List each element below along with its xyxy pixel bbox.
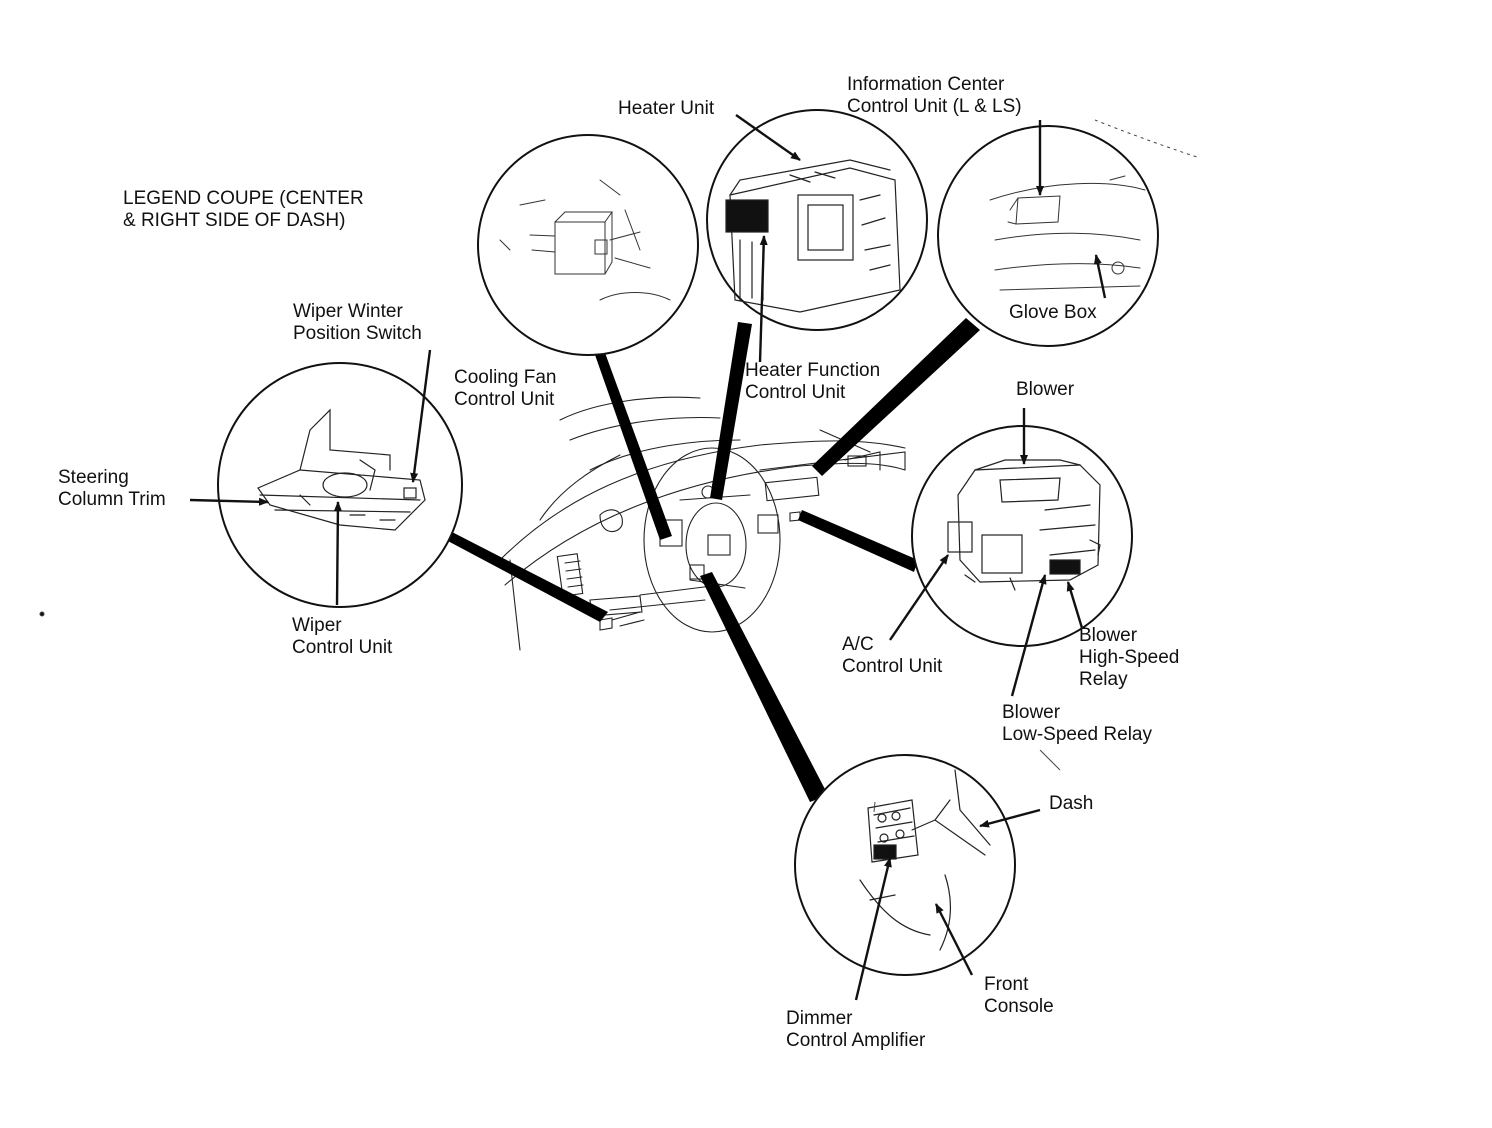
label-information-center-line2: Control Unit (L & LS) bbox=[847, 96, 1022, 117]
label-front-console-line2: Console bbox=[984, 996, 1054, 1017]
label-blower-high-line2: High-Speed bbox=[1079, 647, 1180, 668]
label-front-console-line1: Front bbox=[984, 974, 1029, 995]
label-ac-control-line1: A/C bbox=[842, 634, 874, 655]
information-center-sketch bbox=[989, 175, 1146, 291]
heater-unit-sketch bbox=[725, 159, 901, 313]
label-wiper-winter-line2: Position Switch bbox=[293, 323, 422, 344]
label-cooling-fan-line2: Control Unit bbox=[454, 389, 555, 410]
cooling-fan-unit-sketch bbox=[499, 179, 671, 301]
diagram-title-line2: & RIGHT SIDE OF DASH) bbox=[123, 210, 346, 231]
dashboard-illustration bbox=[499, 396, 906, 651]
label-dash: Dash bbox=[1049, 793, 1094, 814]
label-cooling-fan-control: Cooling Fan Control Unit bbox=[454, 367, 556, 411]
label-heater-function-control: Heater Function Control Unit bbox=[745, 360, 880, 404]
label-steering-column-trim: Steering Column Trim bbox=[58, 467, 166, 511]
label-wiper-winter-line1: Wiper Winter bbox=[293, 301, 403, 322]
label-steering-trim-line2: Column Trim bbox=[58, 489, 166, 510]
label-steering-trim-line1: Steering bbox=[58, 467, 129, 488]
label-dimmer-line2: Control Amplifier bbox=[786, 1030, 926, 1051]
callout-arrows bbox=[189, 114, 1107, 1001]
label-blower-low-line1: Blower bbox=[1002, 702, 1061, 723]
label-glove-box: Glove Box bbox=[1009, 302, 1097, 323]
leader-bands bbox=[446, 318, 980, 802]
detail-circle-dimmer bbox=[794, 754, 1016, 976]
label-dimmer-line1: Dimmer bbox=[786, 1008, 853, 1029]
blower-unit-sketch bbox=[947, 459, 1101, 591]
label-cooling-fan-line1: Cooling Fan bbox=[454, 367, 557, 388]
label-dimmer-control-amplifier: Dimmer Control Amplifier bbox=[786, 1008, 925, 1052]
label-wiper-control-unit: Wiper Control Unit bbox=[292, 615, 392, 659]
label-front-console: Front Console bbox=[984, 974, 1054, 1018]
label-information-center: Information Center Control Unit (L & LS) bbox=[847, 74, 1022, 118]
label-blower-high-line1: Blower bbox=[1079, 625, 1138, 646]
detail-circle-wiper bbox=[217, 362, 463, 608]
label-information-center-line1: Information Center bbox=[847, 74, 1005, 95]
label-wiper-control-line2: Control Unit bbox=[292, 637, 393, 658]
label-wiper-winter-switch: Wiper Winter Position Switch bbox=[293, 301, 422, 345]
label-blower-low-speed-relay: Blower Low-Speed Relay bbox=[1002, 702, 1152, 746]
label-heater-unit: Heater Unit bbox=[618, 98, 715, 119]
label-heater-function-line1: Heater Function bbox=[745, 360, 881, 381]
diagram-title: LEGEND COUPE (CENTER & RIGHT SIDE OF DAS… bbox=[123, 188, 364, 232]
minor-marks bbox=[39, 119, 1201, 813]
label-blower-high-speed-relay: Blower High-Speed Relay bbox=[1079, 625, 1179, 691]
label-ac-control-unit: A/C Control Unit bbox=[842, 634, 942, 678]
label-wiper-control-line1: Wiper bbox=[292, 615, 342, 636]
label-blower-low-line2: Low-Speed Relay bbox=[1002, 724, 1152, 745]
wiper-panel-sketch bbox=[257, 408, 426, 531]
label-blower-high-line3: Relay bbox=[1079, 669, 1128, 690]
detail-circle-cooling-fan bbox=[477, 134, 699, 356]
label-heater-function-line2: Control Unit bbox=[745, 382, 846, 403]
label-ac-control-line2: Control Unit bbox=[842, 656, 943, 677]
label-blower: Blower bbox=[1016, 379, 1075, 400]
dimmer-amplifier-sketch bbox=[859, 769, 991, 951]
diagram-title-line1: LEGEND COUPE (CENTER bbox=[123, 188, 364, 209]
